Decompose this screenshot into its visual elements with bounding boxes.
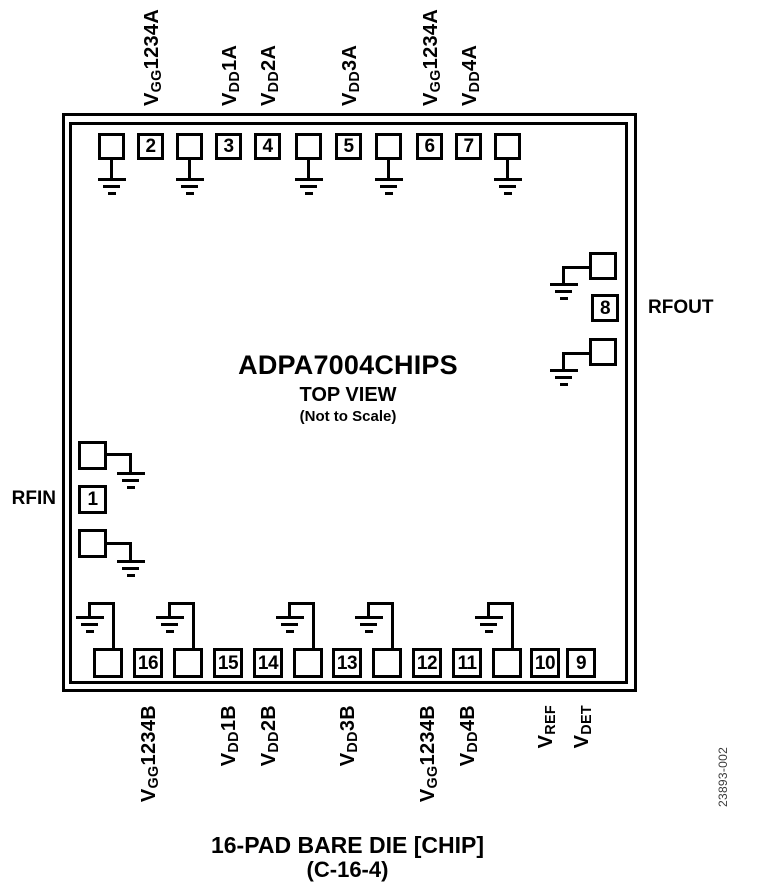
pad-9: 9	[566, 648, 596, 678]
wire	[562, 266, 565, 283]
wire	[106, 542, 132, 545]
wire	[288, 602, 315, 605]
gnd-pad	[375, 133, 402, 160]
wire	[168, 602, 195, 605]
pin10-label: VREF	[535, 705, 560, 749]
wire	[367, 602, 370, 616]
pin6-label: VGG1234A	[419, 8, 444, 106]
gnd-pad	[93, 648, 123, 678]
pin3-label: VDD1A	[218, 44, 243, 106]
scale-note: (Not to Scale)	[299, 408, 397, 425]
wire	[487, 602, 490, 616]
gnd-pad	[293, 648, 323, 678]
chip-title-block: ADPA7004CHIPS TOP VIEW (Not to Scale)	[98, 350, 598, 426]
pad-5: 5	[335, 133, 362, 160]
pad-11: 11	[452, 648, 482, 678]
pad-6: 6	[416, 133, 443, 160]
wire	[106, 453, 132, 456]
ground-icon	[374, 178, 403, 199]
ground-icon	[549, 369, 578, 390]
pad-12: 12	[412, 648, 442, 678]
ground-icon	[116, 472, 145, 493]
ground-icon	[474, 616, 503, 637]
gnd-pad	[589, 338, 617, 366]
gnd-pad	[295, 133, 322, 160]
wire	[312, 602, 315, 648]
gnd-pad	[589, 252, 617, 280]
chip-outline-outer	[62, 113, 637, 692]
caption: 16-PAD BARE DIE [CHIP] (C-16-4)	[60, 832, 635, 882]
gnd-pad	[492, 648, 522, 678]
pad-10: 10	[530, 648, 560, 678]
pad-14: 14	[253, 648, 283, 678]
rfout-label: RFOUT	[648, 297, 714, 318]
gnd-pad	[176, 133, 203, 160]
wire	[367, 602, 394, 605]
pad-15: 15	[213, 648, 243, 678]
pad-7: 7	[455, 133, 482, 160]
gnd-pad	[494, 133, 521, 160]
wire	[307, 159, 310, 178]
pin11-label: VDD4B	[457, 705, 482, 767]
pin2-label: VGG1234A	[140, 8, 165, 106]
pin15-label: VDD1B	[218, 705, 243, 767]
wire	[562, 352, 565, 369]
gnd-pad	[372, 648, 402, 678]
pin12-label: VGG1234B	[417, 705, 442, 803]
ground-icon	[493, 178, 522, 199]
pin9-label: VDET	[571, 705, 596, 749]
wire	[168, 602, 171, 616]
pad-4: 4	[254, 133, 281, 160]
ground-icon	[97, 178, 126, 199]
wire	[506, 159, 509, 178]
ground-icon	[75, 616, 104, 637]
ground-icon	[155, 616, 184, 637]
wire	[88, 602, 91, 616]
wire	[391, 602, 394, 648]
pin13-label: VDD3B	[337, 705, 362, 767]
wire	[129, 453, 132, 472]
pad-16: 16	[133, 648, 163, 678]
wire	[288, 602, 291, 616]
pad-1: 1	[78, 485, 107, 514]
figure-number: 23893-002	[716, 746, 730, 807]
wire	[112, 602, 115, 648]
pad-8: 8	[591, 294, 619, 322]
chip-name: ADPA7004CHIPS	[238, 350, 458, 380]
caption-line1: 16-PAD BARE DIE [CHIP]	[210, 832, 485, 858]
wire	[487, 602, 514, 605]
pad-3: 3	[215, 133, 242, 160]
wire	[562, 266, 589, 269]
ground-icon	[175, 178, 204, 199]
wire	[88, 602, 115, 605]
wire	[192, 602, 195, 648]
wire	[129, 542, 132, 560]
pin16-label: VGG1234B	[138, 705, 163, 803]
wire	[387, 159, 390, 178]
ground-icon	[116, 560, 145, 581]
pin7-label: VDD4A	[458, 44, 483, 106]
pad-2: 2	[137, 133, 164, 160]
chip-outline-inner	[69, 122, 628, 684]
wire	[188, 159, 191, 178]
pin4-label: VDD2A	[257, 44, 282, 106]
caption-line2: (C-16-4)	[306, 857, 389, 882]
wire	[562, 352, 589, 355]
rfin-label: RFIN	[11, 488, 56, 509]
pin5-label: VDD3A	[338, 44, 363, 106]
gnd-pad	[98, 133, 125, 160]
gnd-pad	[78, 441, 107, 470]
pin14-label: VDD2B	[258, 705, 283, 767]
view-label: TOP VIEW	[299, 384, 397, 406]
ground-icon	[549, 283, 578, 304]
ground-icon	[275, 616, 304, 637]
wire	[110, 159, 113, 178]
wire	[511, 602, 514, 648]
ground-icon	[354, 616, 383, 637]
gnd-pad	[173, 648, 203, 678]
ground-icon	[294, 178, 323, 199]
pad-13: 13	[332, 648, 362, 678]
gnd-pad	[78, 529, 107, 558]
